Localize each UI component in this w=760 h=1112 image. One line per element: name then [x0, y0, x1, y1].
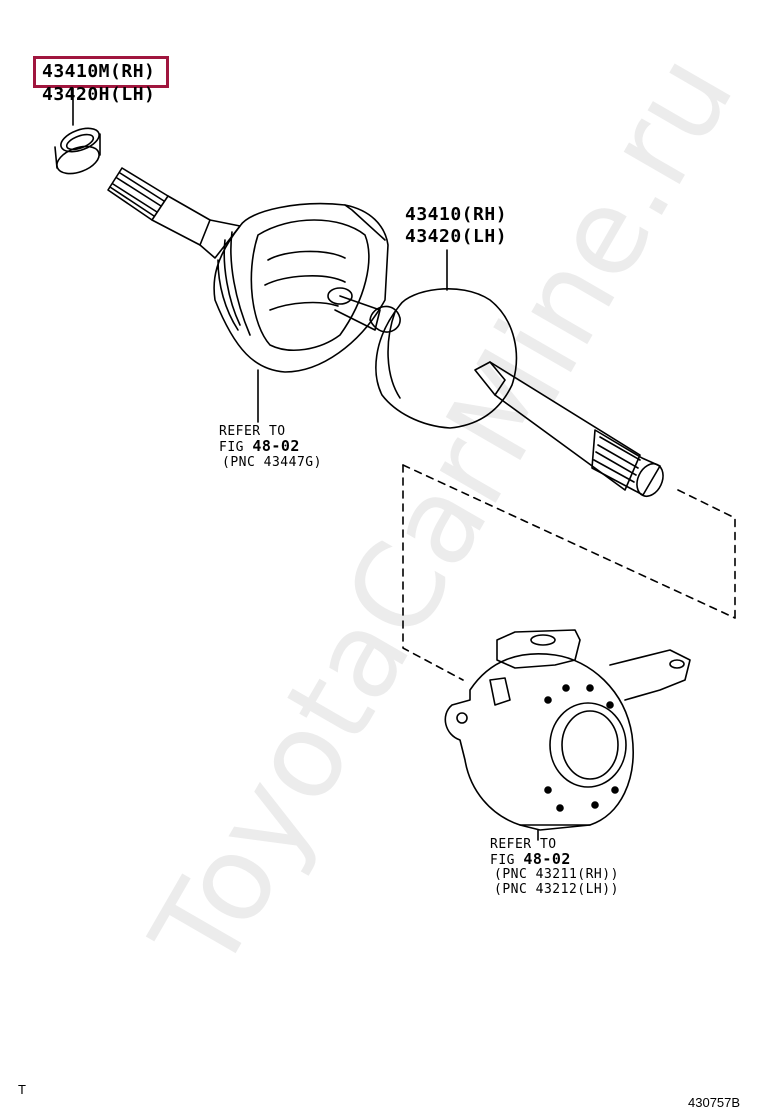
refer-boot-line1: REFER TO — [219, 424, 286, 439]
assembly-guide — [402, 464, 736, 681]
refer-knuckle-pnc-rh: (PNC 43211(RH)) — [494, 867, 619, 882]
footer-left-code: T — [18, 1082, 26, 1097]
bearing-ring — [54, 127, 101, 175]
mid-shaft — [334, 295, 381, 331]
steering-knuckle — [444, 629, 691, 831]
inner-spline — [107, 167, 241, 259]
outer-cv-joint — [375, 288, 664, 498]
refer-boot-pnc: (PNC 43447G) — [222, 455, 322, 470]
highlight-box — [33, 56, 169, 88]
illustration-number: 430757B — [688, 1095, 741, 1110]
part-number-lh[interactable]: 43420H(LH) — [42, 84, 156, 105]
shaft-part-number-rh[interactable]: 43410(RH) — [405, 204, 508, 225]
refer-knuckle-line2[interactable]: FIG 48-02 — [490, 850, 571, 868]
part-number-highlighted[interactable]: 43410M(RH) — [42, 61, 156, 82]
refer-knuckle-pnc-lh: (PNC 43212(LH)) — [494, 882, 619, 897]
shaft-part-number-lh[interactable]: 43420(LH) — [405, 226, 508, 247]
refer-knuckle-line1: REFER TO — [490, 837, 557, 852]
refer-boot-line2[interactable]: FIG 48-02 — [219, 437, 300, 455]
inner-boot — [213, 202, 389, 373]
